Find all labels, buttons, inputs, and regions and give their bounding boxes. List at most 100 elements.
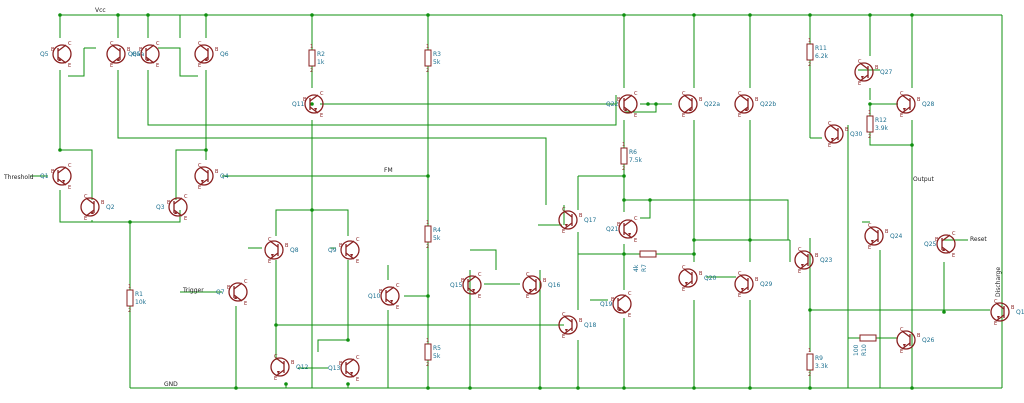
transistor-body [558, 210, 578, 230]
wire [158, 47, 198, 77]
pin-label: C [900, 327, 904, 333]
junction-dot [748, 386, 752, 390]
pin-label: B [339, 361, 343, 367]
resistor-value: 7.5k [629, 157, 643, 164]
transistor-body [304, 94, 324, 114]
pin-label: B [167, 200, 171, 206]
pin-label: B [139, 47, 143, 53]
pin-label: C [156, 41, 160, 47]
transistor-body [228, 282, 248, 302]
junction-dot [128, 220, 132, 224]
junction-dot [116, 13, 120, 17]
pin-label: E [952, 253, 955, 259]
transistor-label: Q1 [40, 173, 49, 180]
transistor-body [380, 286, 400, 306]
pin-label: C [268, 237, 272, 243]
pin-label: B [101, 200, 105, 206]
junction-dot [468, 386, 472, 390]
transistor-body [618, 94, 638, 114]
transistor-collector-leg [869, 226, 879, 234]
transistor-label: Q8 [290, 247, 299, 254]
transistor-emitter-leg [617, 306, 627, 314]
junction-dot [622, 252, 626, 256]
pin-label: 1 [622, 142, 625, 148]
resistor-body [806, 353, 814, 371]
pin-label: E [184, 216, 187, 222]
net-label-output: Output [913, 176, 934, 183]
transistor-arrow [472, 289, 475, 292]
transistor-body [168, 197, 188, 217]
transistor-body [264, 240, 284, 260]
net-label-fm: FM [384, 167, 393, 174]
pin-label: E [274, 376, 277, 382]
pin-label: B [699, 97, 703, 103]
pin-label: B [875, 65, 879, 71]
pin-label: E [244, 301, 247, 307]
pin-label: 2 [426, 244, 429, 250]
pin-label: 2 [868, 134, 871, 140]
pin-label: C [738, 271, 742, 277]
pin-label: C [274, 354, 278, 360]
transistor-collector-leg [57, 166, 67, 174]
components: Q5CEBQ5aCEBQ6aCEBQ6CEBQ1CEBQ2CEBQ3CEBQ4C… [40, 38, 1024, 383]
transistor-emitter-leg [901, 342, 911, 350]
transistor-arrow [685, 282, 688, 285]
pin-label: B [579, 213, 583, 219]
transistor-label: Q22 [606, 101, 619, 108]
transistor-emitter-leg [275, 369, 285, 377]
transistor-emitter-leg [829, 136, 839, 144]
transistor-arrow [624, 108, 627, 111]
transistor-emitter-leg [995, 314, 1005, 322]
pin-label: C [900, 91, 904, 97]
junction-dot [234, 386, 238, 390]
pin-label: 1 [310, 44, 313, 50]
pin-label: B [617, 222, 621, 228]
transistor-body [678, 268, 698, 288]
pin-label: E [356, 259, 359, 265]
transistor-collector-leg [739, 94, 749, 102]
transistor-collector-leg [623, 219, 633, 227]
junction-dot [808, 308, 812, 312]
junction-dot [692, 252, 696, 256]
transistor-label: Q4 [220, 173, 229, 180]
pin-label: B [51, 47, 55, 53]
resistor-body [859, 334, 877, 342]
pin-label: C [994, 299, 998, 305]
transistor-emitter-leg [859, 74, 869, 82]
pin-label: C [952, 231, 956, 237]
transistor-body [106, 44, 126, 64]
transistor-arrow [741, 288, 744, 291]
transistor-arrow [174, 211, 177, 214]
resistor-value: 100 [853, 344, 860, 356]
pin-label: E [356, 377, 359, 383]
resistor-body [424, 343, 432, 361]
junction-dot [692, 13, 696, 17]
transistor-collector-leg [859, 62, 869, 70]
pin-label: B [215, 169, 219, 175]
pin-label: E [682, 113, 685, 119]
pin-label: 1 [426, 338, 429, 344]
wire [624, 104, 657, 113]
pin-label: B [917, 97, 921, 103]
pin-label: 1 [128, 284, 131, 290]
resistor-value: 5k [433, 59, 441, 66]
junction-dot [310, 13, 314, 17]
resistor-label: R4 [433, 227, 441, 234]
wire [147, 70, 617, 126]
pin-label: B [815, 253, 819, 259]
pin-label: E [396, 305, 399, 311]
transistor-arrow [529, 289, 532, 292]
transistor-emitter-leg [869, 238, 879, 246]
pin-label: B [885, 229, 889, 235]
transistor-body [896, 94, 916, 114]
resistor-label: R2 [317, 51, 325, 58]
transistor-q14: Q14CEB [990, 299, 1024, 327]
transistor-emitter-leg [683, 106, 693, 114]
transistor-body [864, 226, 884, 246]
